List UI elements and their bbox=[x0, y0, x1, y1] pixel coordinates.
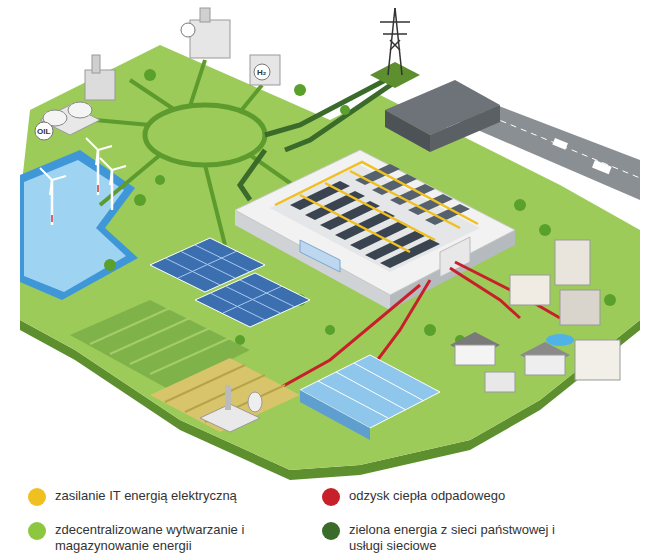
icon-label: H₂ bbox=[256, 68, 267, 77]
legend-text: odzysk ciepła odpadowego bbox=[349, 488, 619, 504]
icon-label: OIL bbox=[36, 127, 51, 136]
legend-swatch bbox=[322, 522, 340, 540]
legend-text: zdecentralizowane wytwarzanie i magazyno… bbox=[55, 522, 255, 554]
legend-text: zasilanie IT energią elektryczną bbox=[55, 488, 325, 504]
legend-item: zielona energia z sieci państwowej i usł… bbox=[322, 522, 571, 554]
legend-swatch bbox=[322, 488, 340, 506]
legend-item: zdecentralizowane wytwarzanie i magazyno… bbox=[28, 522, 255, 554]
legend-item: zasilanie IT energią elektryczną bbox=[28, 488, 325, 504]
legend-swatch bbox=[28, 488, 46, 506]
legend-item: odzysk ciepła odpadowego bbox=[322, 488, 619, 504]
legend-swatch bbox=[28, 522, 46, 540]
legend-text: zielona energia z sieci państwowej i usł… bbox=[349, 522, 571, 554]
